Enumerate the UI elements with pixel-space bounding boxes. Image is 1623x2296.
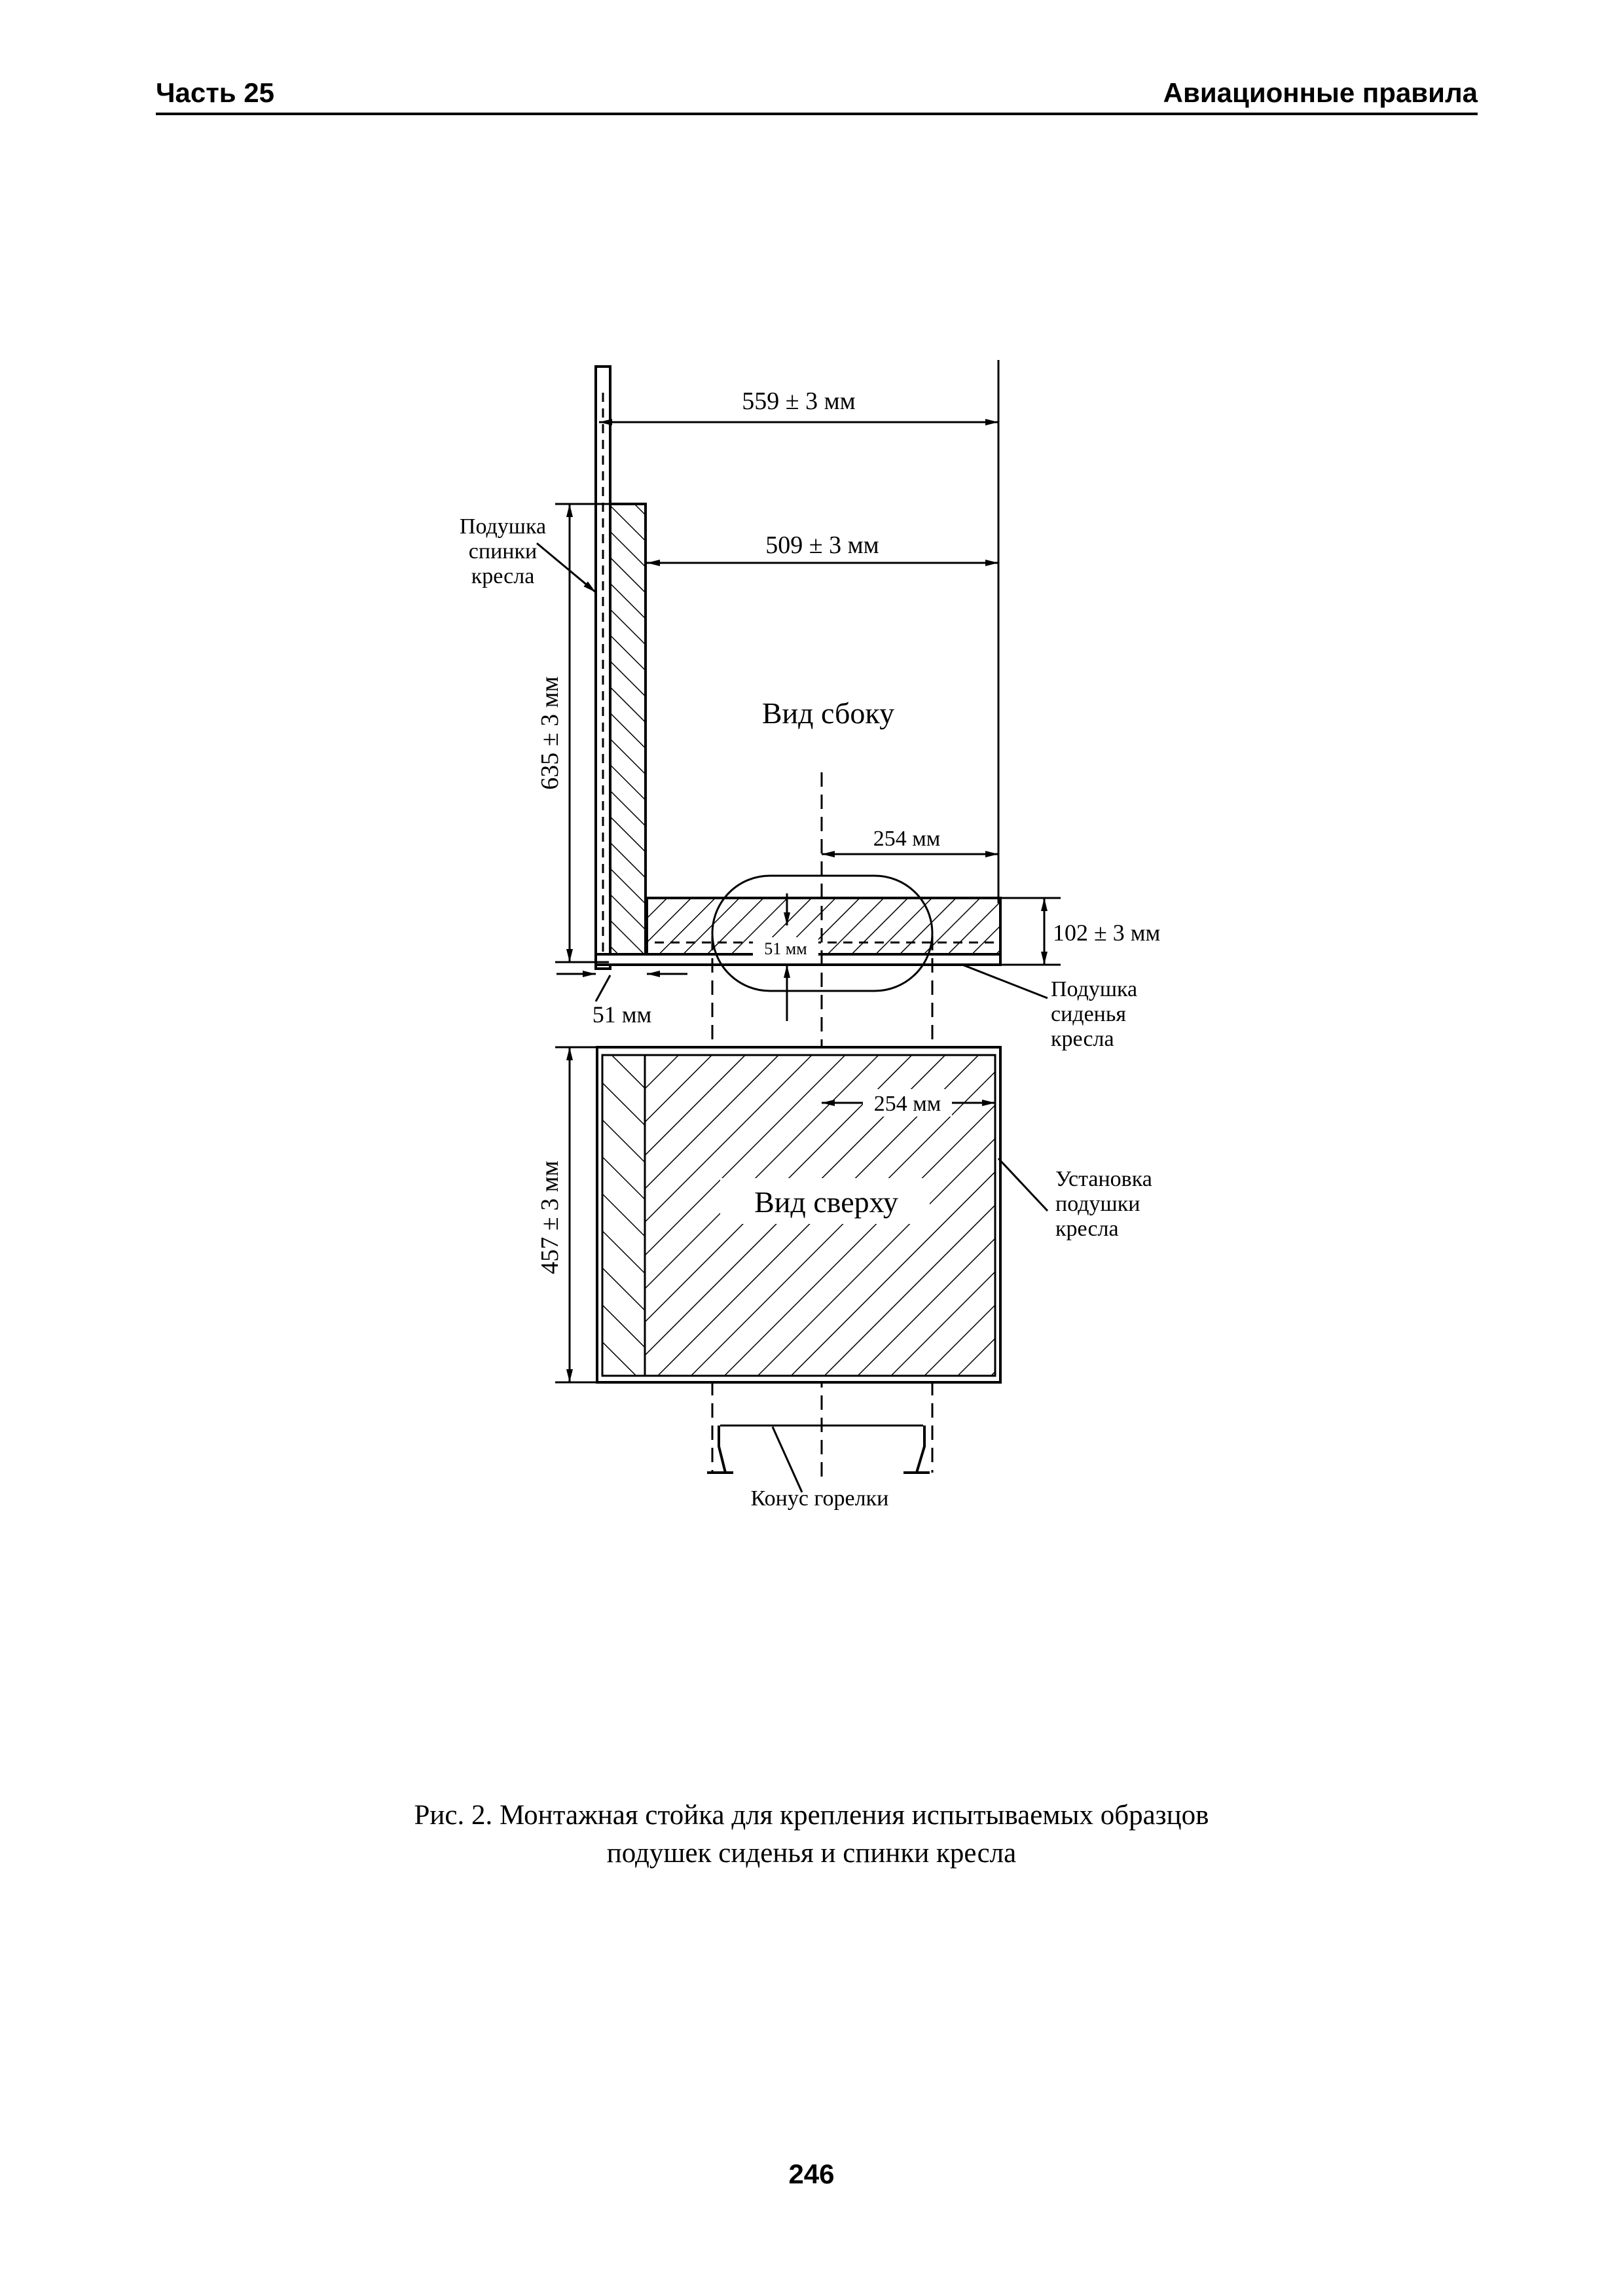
svg-text:Установка: Установка (1055, 1167, 1152, 1191)
back-cushion (609, 503, 647, 963)
side-view: 559 ± 3 мм 509 ± 3 мм 635 ± 3 мм Подушка… (460, 360, 1160, 1479)
top-view-back-area (601, 1054, 646, 1377)
svg-text:кресла: кресла (1055, 1217, 1119, 1241)
top-view-label: Вид сверху (754, 1185, 898, 1219)
dim-635-label: 635 ± 3 мм (536, 676, 564, 789)
top-view: Вид сверху 254 мм 457 ± 3 мм Установка п… (536, 1046, 1152, 1511)
dim-254-side-label: 254 мм (873, 827, 941, 851)
svg-text:Подушка: Подушка (460, 514, 546, 539)
page-number: 246 (788, 2159, 835, 2189)
dim-51-inner-label: 51 мм (764, 939, 807, 958)
caption-line-2: подушек сиденья и спинки кресла (606, 1838, 1017, 1869)
dim-254-top-label: 254 мм (874, 1092, 941, 1116)
svg-text:сиденья: сиденья (1051, 1002, 1126, 1026)
svg-text:кресла: кресла (1051, 1027, 1114, 1051)
caption-line-1: Рис. 2. Монтажная стойка для крепления и… (414, 1800, 1209, 1831)
svg-text:подушки: подушки (1055, 1192, 1140, 1216)
header-rule (156, 113, 1478, 115)
figure-caption: Рис. 2. Монтажная стойка для крепления и… (0, 1797, 1623, 1873)
dim-457-label: 457 ± 3 мм (536, 1160, 564, 1274)
dim-559-label: 559 ± 3 мм (742, 387, 855, 415)
svg-text:Подушка: Подушка (1051, 977, 1137, 1001)
dim-102-label: 102 ± 3 мм (1053, 920, 1160, 946)
label-back-cushion: Подушка спинки кресла (460, 514, 596, 594)
header-part: Часть 25 (156, 77, 275, 108)
burner-cone: Конус горелки (707, 1424, 930, 1511)
label-seat-cushion: Подушка сиденья кресла (962, 963, 1137, 1051)
dim-509-label: 509 ± 3 мм (765, 531, 879, 559)
svg-text:спинки: спинки (469, 539, 537, 564)
seat-cushion (646, 897, 1002, 965)
side-view-label: Вид сбоку (762, 696, 894, 730)
label-installation: Установка подушки кресла (997, 1157, 1152, 1241)
dim-51-bottom-label: 51 мм (593, 1001, 652, 1028)
header-title: Авиационные правила (1163, 77, 1478, 108)
label-burner-cone: Конус горелки (751, 1486, 889, 1511)
svg-text:кресла: кресла (471, 564, 535, 588)
